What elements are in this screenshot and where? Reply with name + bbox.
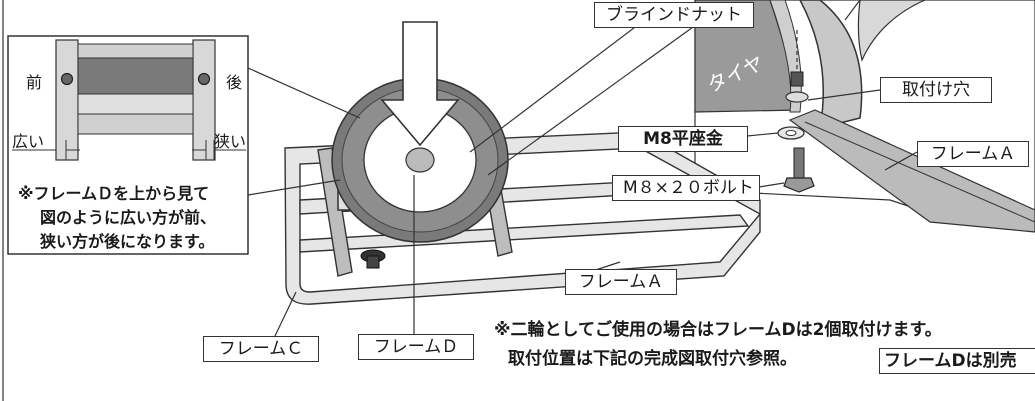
- frame-d-sold-separately-label: フレームDは別売: [879, 348, 1035, 374]
- washer-label: M8平座金: [618, 126, 748, 152]
- frame-d-label: フレームＤ: [358, 334, 474, 360]
- bolt-label: M８×２０ボルト: [612, 175, 760, 201]
- mount-hole-label: 取付け穴: [880, 77, 992, 103]
- two-wheel-note: ※二輪としてご使用の場合はフレームDは2個取付けます。: [494, 320, 942, 340]
- mount-position-note: 取付位置は下記の完成図取付穴参照。: [508, 349, 797, 369]
- frame-a-right-label: フレームＡ: [917, 141, 1029, 167]
- bolt-left-icon: [60, 72, 74, 86]
- inset-back-label: 後: [226, 73, 243, 92]
- inset-note-line1: ※フレームＤを上から見て: [18, 184, 210, 203]
- wheel: [331, 77, 509, 243]
- inset-note-line2: 図のように広い方が前、: [40, 208, 217, 227]
- blind-nut-label: ブラインドナット: [594, 2, 754, 28]
- inset-wide-label: 広い: [12, 132, 45, 151]
- down-arrow-icon: [380, 21, 460, 147]
- inset-narrow-label: 狭い: [214, 132, 247, 151]
- frame-a-lower-label: フレームＡ: [565, 269, 677, 295]
- m8-bolt-icon: [783, 147, 815, 193]
- inset-front-label: 前: [26, 73, 43, 92]
- inset-note-line3: 狭い方が後になります。: [40, 232, 215, 251]
- inset-frame-d-diagram: [7, 35, 249, 255]
- bolt-right-icon: [197, 72, 211, 86]
- knob-bolt-icon: [360, 249, 386, 269]
- frame-c-label: フレームＣ: [203, 336, 319, 362]
